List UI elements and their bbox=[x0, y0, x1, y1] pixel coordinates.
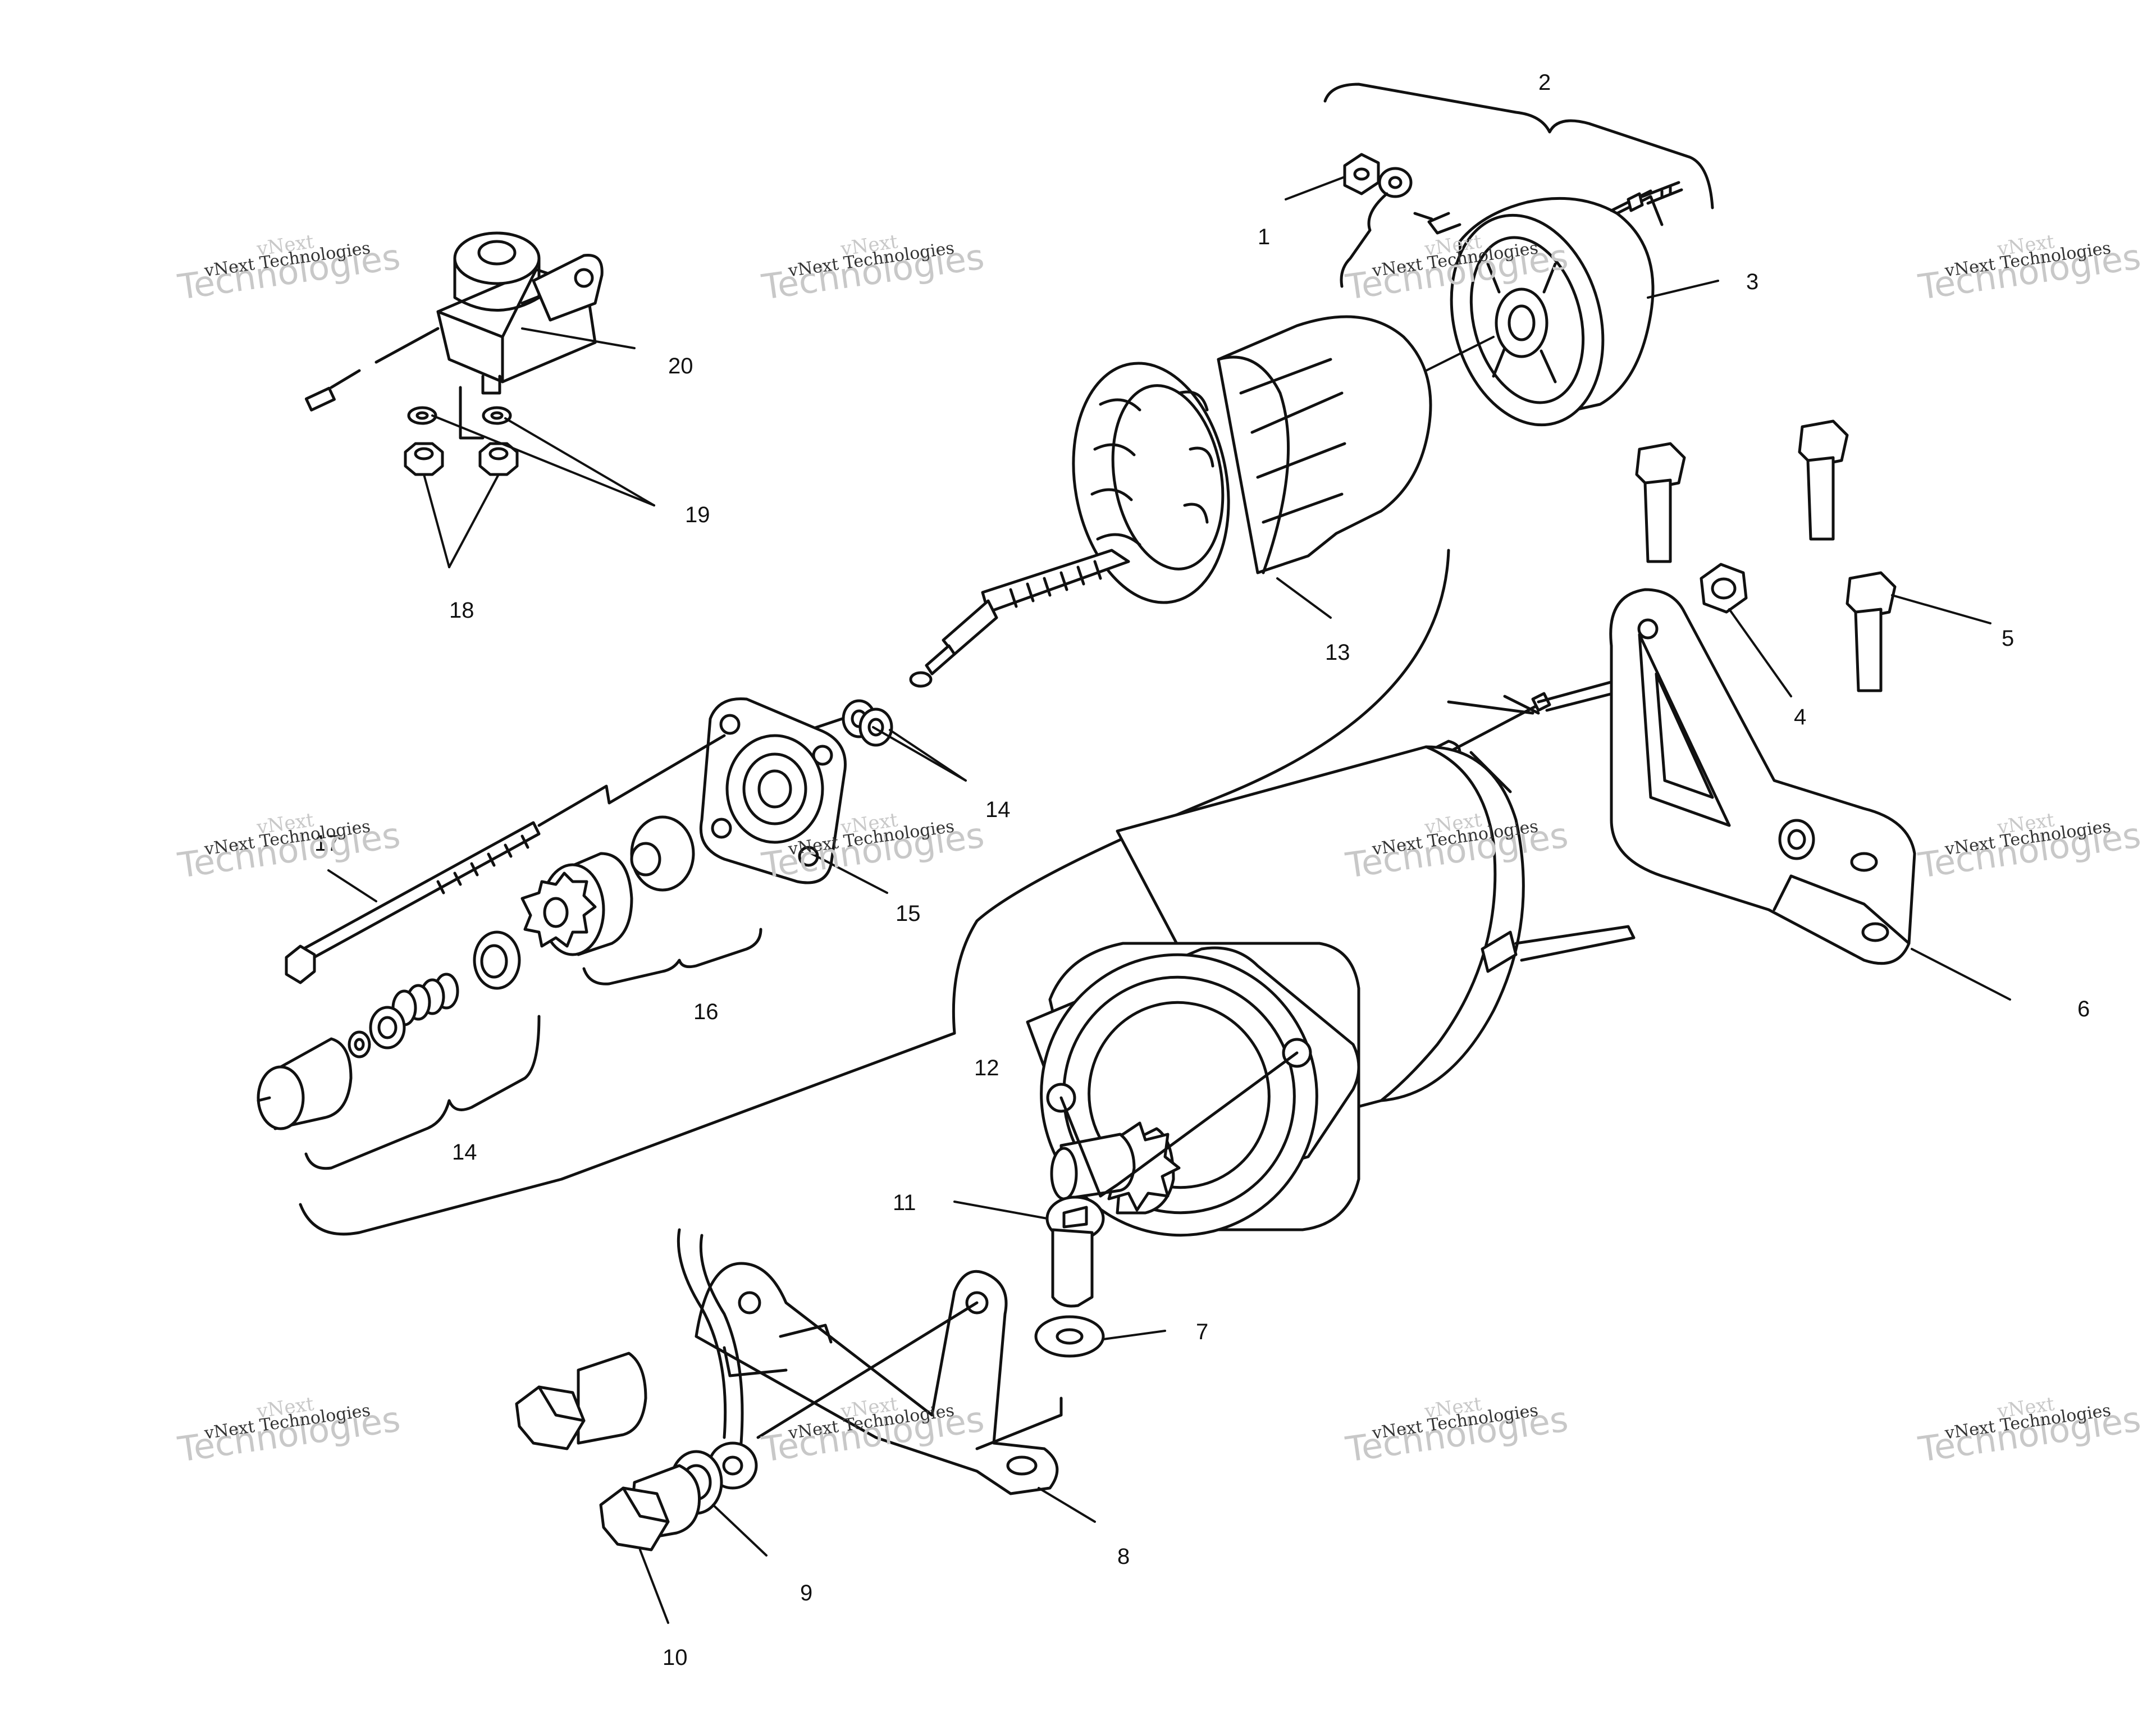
callout-16: 16 bbox=[693, 1000, 719, 1024]
part-17-through-bolt bbox=[285, 734, 726, 984]
callout-20: 20 bbox=[668, 354, 693, 378]
part-18-19-nuts-washers bbox=[404, 386, 655, 568]
callout-6: 6 bbox=[2077, 997, 2090, 1021]
callout-4: 4 bbox=[1794, 705, 1806, 729]
part-6-bracket bbox=[1609, 588, 2011, 1001]
callout-14-upper: 14 bbox=[985, 797, 1011, 822]
callout-1: 1 bbox=[1258, 225, 1270, 249]
part-8-lower-bracket bbox=[695, 1262, 1096, 1523]
callout-3: 3 bbox=[1746, 270, 1758, 294]
part-11-screw bbox=[953, 1195, 1105, 1308]
callout-18: 18 bbox=[449, 598, 474, 623]
callout-14-lower: 14 bbox=[452, 1140, 477, 1165]
part-20-solenoid bbox=[304, 231, 636, 412]
callout-12: 12 bbox=[974, 1056, 999, 1080]
part-1-nut-washer bbox=[1285, 153, 1413, 288]
part-14-spring-retainer bbox=[257, 930, 521, 1130]
callout-10: 10 bbox=[663, 1645, 688, 1670]
part-3-end-cap bbox=[1413, 181, 1719, 427]
part-12-starter-motor bbox=[1026, 667, 1669, 1237]
callout-9: 9 bbox=[800, 1581, 812, 1605]
part-14-washers-upper bbox=[807, 699, 967, 782]
part-15-drive-flange bbox=[699, 697, 888, 894]
callout-7: 7 bbox=[1196, 1320, 1208, 1344]
callout-13: 13 bbox=[1325, 640, 1350, 665]
part-16-pinion-drive bbox=[520, 815, 695, 956]
callout-labels: 1 2 3 4 5 6 7 8 9 10 11 12 13 14 14 15 1… bbox=[314, 70, 2090, 1670]
brace-2 bbox=[1323, 83, 1714, 209]
part-13-armature bbox=[909, 315, 1432, 688]
brace-14-lower bbox=[304, 1015, 541, 1170]
callout-11: 11 bbox=[893, 1190, 916, 1215]
part-7-washer bbox=[1034, 1315, 1166, 1358]
part-9-10-bolts-wire bbox=[515, 1228, 768, 1624]
callout-5: 5 bbox=[2002, 626, 2014, 651]
callout-8: 8 bbox=[1117, 1544, 1130, 1569]
brace-16 bbox=[582, 928, 762, 985]
part-5-bolts bbox=[1635, 419, 1991, 692]
callout-19: 19 bbox=[685, 503, 710, 527]
callout-2: 2 bbox=[1538, 70, 1551, 95]
part-4-nut bbox=[1700, 563, 1792, 697]
callout-17: 17 bbox=[314, 831, 340, 856]
callout-15: 15 bbox=[896, 901, 921, 926]
brace-12 bbox=[299, 549, 1450, 1236]
